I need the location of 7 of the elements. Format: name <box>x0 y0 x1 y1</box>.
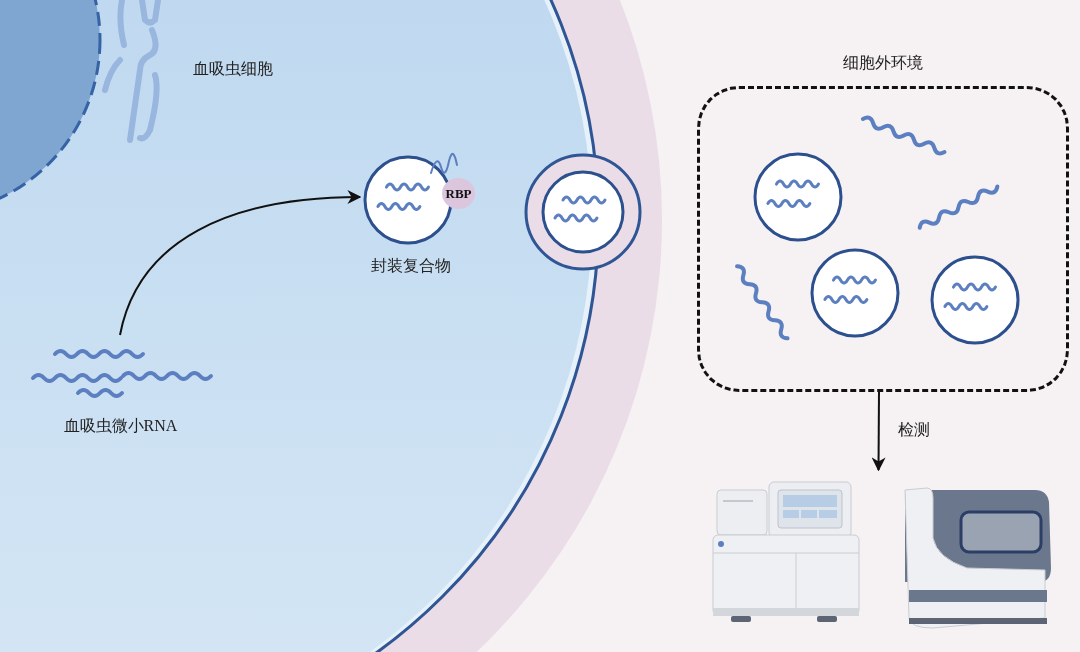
rna-label: 血吸虫微小RNA <box>62 416 179 436</box>
cell-label: 血吸虫细胞 <box>193 59 274 79</box>
complex-label: 封装复合物 <box>369 256 452 276</box>
arrow <box>871 390 886 472</box>
environment-label: 细胞外环境 <box>842 53 924 73</box>
arrow <box>119 190 362 336</box>
rbp-protein: RBP <box>442 178 475 209</box>
